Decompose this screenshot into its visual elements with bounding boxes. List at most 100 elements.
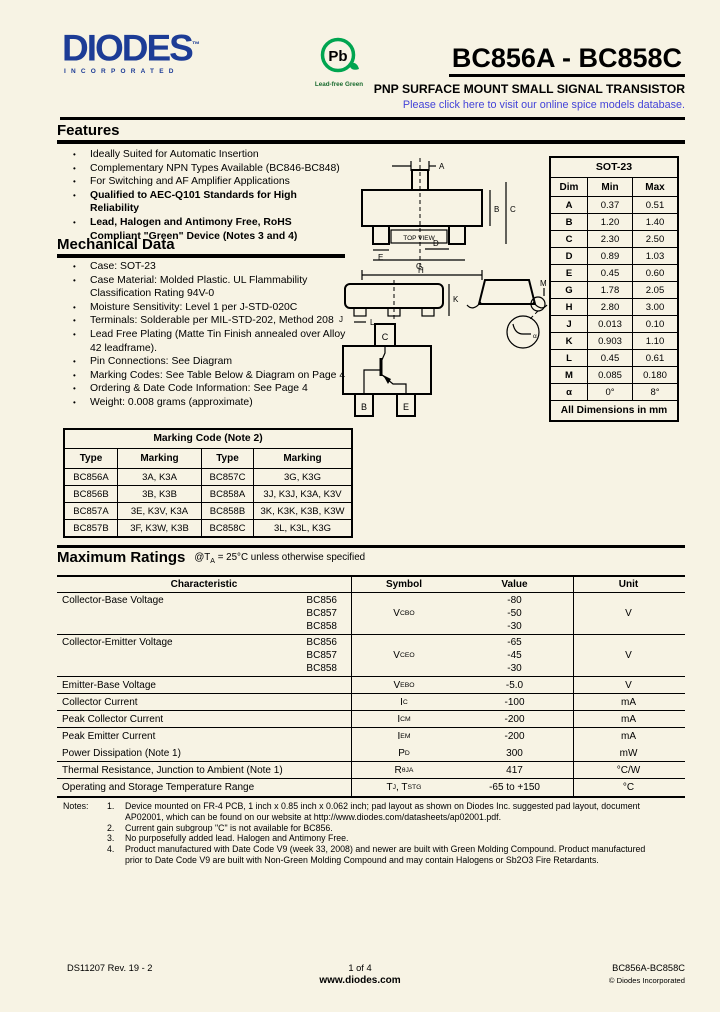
characteristic-col-header: Characteristic xyxy=(57,577,352,592)
features-divider xyxy=(57,140,685,144)
unit-cell: mA xyxy=(621,696,636,708)
marking-table-header: Type Marking Type Marking xyxy=(65,449,351,468)
footer-doc-revision: DS11207 Rev. 19 - 2 xyxy=(67,963,153,973)
mechanical-item: • Terminals: Solderable per MIL-STD-202, … xyxy=(73,314,355,328)
feature-item: •Ideally Suited for Automatic Insertion xyxy=(73,148,345,162)
dim-col-header: Dim xyxy=(559,181,579,193)
unit-col-header: Unit xyxy=(618,579,639,590)
marking-cell: 3G, K3G xyxy=(253,469,351,485)
dim-value-cell: 0.10 xyxy=(632,316,677,332)
brand-word: DIODES xyxy=(62,27,194,69)
value-line: -80 xyxy=(507,595,522,606)
mechanical-item-text: Terminals: Solderable per MIL-STD-202, M… xyxy=(90,315,334,327)
mechanical-divider xyxy=(57,254,345,258)
marking-table-title: Marking Code (Note 2) xyxy=(65,430,351,449)
dim-value-cell: 1.03 xyxy=(632,248,677,264)
dim-value-cell: 0.013 xyxy=(587,316,632,332)
marking-cell: 3F, K3W, K3B xyxy=(117,520,201,536)
bullet-icon: • xyxy=(73,217,76,227)
mechanical-item-text: Marking Codes: See Table Below & Diagram… xyxy=(90,369,346,381)
type-col-header: Type xyxy=(201,449,253,468)
value-cell: -80-50-30 xyxy=(456,593,574,634)
symbol-main: P xyxy=(398,747,405,759)
ratings-heading-block: Maximum Ratings @TA = 25°C unless otherw… xyxy=(57,549,365,566)
leaf-icon xyxy=(349,62,359,70)
characteristic-label: Collector-Base Voltage xyxy=(62,595,164,606)
top-view-label: TOP VIEW xyxy=(403,235,435,242)
bullet-icon: • xyxy=(73,150,76,159)
characteristic-cell: Peak Collector Current xyxy=(57,711,352,727)
symbol-main: I xyxy=(397,731,401,742)
dim-value-cell: 0.60 xyxy=(632,265,677,281)
dim-value-cell: 0.903 xyxy=(587,333,632,349)
dim-label-g: G xyxy=(416,262,422,271)
marking-cell: 3E, K3V, K3A xyxy=(117,503,201,519)
dim-value-cell: 2.30 xyxy=(587,231,632,247)
symbol-sub: CBO xyxy=(399,610,415,617)
dim-table-footer: All Dimensions in mm xyxy=(551,400,677,420)
bullet-icon: • xyxy=(73,316,76,326)
dim-name-cell: G xyxy=(565,284,573,296)
pin-connections-diagram: C B E xyxy=(337,318,447,423)
note-number: 1. xyxy=(107,801,115,811)
diodes-logo-wordmark: DIODES™ xyxy=(62,27,200,69)
symbol-sub: C xyxy=(402,698,408,706)
type-cell: BC857B xyxy=(73,522,109,534)
mechanical-item: • Marking Codes: See Table Below & Diagra… xyxy=(73,369,355,383)
dim-value-cell: 3.00 xyxy=(632,299,677,315)
subtitle: PNP SURFACE MOUNT SMALL SIGNAL TRANSISTO… xyxy=(373,82,685,96)
note-item: 3.No purposefully added lead. Halogen an… xyxy=(107,833,665,844)
dim-name-cell: C xyxy=(565,233,573,245)
characteristic-label: Operating and Storage Temperature Range xyxy=(62,782,255,793)
feature-item-text: Qualified to AEC-Q101 Standards for High… xyxy=(90,189,297,215)
value-cell: -5.0 xyxy=(456,677,574,693)
note-item: 1.Device mounted on FR-4 PCB, 1 inch x 0… xyxy=(107,801,665,823)
symbol-sub: CEO xyxy=(399,652,415,659)
mechanical-item: •Ordering & Date Code Information: See P… xyxy=(73,382,355,396)
type-col-header: Type xyxy=(79,453,103,464)
bullet-icon: • xyxy=(73,370,76,380)
dim-value-cell: 0° xyxy=(587,384,632,400)
spice-models-link[interactable]: Please click here to visit our online sp… xyxy=(402,99,685,111)
value-line: -30 xyxy=(507,663,522,674)
dim-value-cell: 2.80 xyxy=(587,299,632,315)
dim-value-cell: 0.51 xyxy=(632,197,677,213)
value-cell: -100 xyxy=(456,694,574,710)
model-label: BC857 xyxy=(306,650,337,661)
footer-center: 1 of 4 www.diodes.com xyxy=(0,963,720,986)
characteristic-cell: Collector Current xyxy=(57,694,352,710)
note-text: No purposefully added lead. Halogen and … xyxy=(125,833,349,844)
dim-name-cell: α xyxy=(566,386,572,398)
symbol-sub: J xyxy=(392,784,397,791)
symbol-main: T xyxy=(386,782,393,793)
dim-label-j: J xyxy=(339,315,343,324)
ratings-condition: @TA = 25°C unless otherwise specified xyxy=(194,552,365,566)
dim-name-cell: B xyxy=(565,216,573,228)
min-col-header: Min xyxy=(587,178,632,196)
model-label: BC858 xyxy=(306,663,337,674)
unit-cell: V xyxy=(625,679,632,691)
type-cell: BC857C xyxy=(201,469,253,485)
footer-website[interactable]: www.diodes.com xyxy=(319,975,401,986)
value-line: -200 xyxy=(504,731,525,742)
max-col-header: Max xyxy=(632,178,677,196)
feature-item-text: Complementary NPN Types Available (BC846… xyxy=(90,162,340,174)
dim-value-cell: 0.45 xyxy=(587,350,632,366)
bullet-icon: • xyxy=(73,384,76,394)
value-line: -30 xyxy=(507,621,522,632)
symbol-sub: STG xyxy=(407,784,422,791)
pin-label-emitter: E xyxy=(403,402,409,412)
ratings-table: Characteristic Symbol Value Unit Collect… xyxy=(57,575,685,798)
